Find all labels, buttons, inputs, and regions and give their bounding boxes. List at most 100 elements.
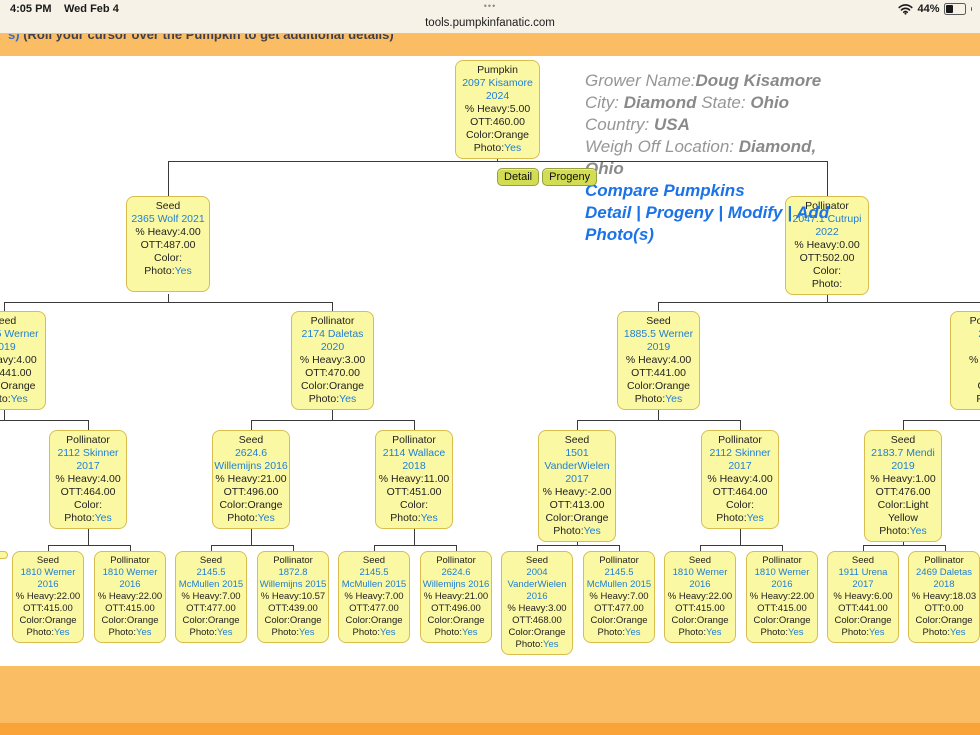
stat-value[interactable]: Yes: [787, 627, 804, 638]
pedigree-card: Pollinator2096. 2% Heavy:OTT:Color:Photo…: [950, 311, 980, 410]
pumpkin-link[interactable]: 2096. 2: [952, 328, 980, 354]
card-stat-heavy: % Heavy:7.00: [340, 591, 408, 603]
pumpkin-link[interactable]: 2004 VanderWielen 2016: [507, 567, 567, 602]
stat-value: Light Yellow: [888, 499, 929, 524]
detail-link[interactable]: Detail: [585, 203, 632, 222]
stat-label: % Heavy:: [423, 591, 465, 602]
stat-value[interactable]: Yes: [665, 393, 683, 405]
stat-value[interactable]: Yes: [339, 393, 357, 405]
detail-button[interactable]: Detail: [497, 168, 540, 186]
pumpkin-link[interactable]: 2174 Daletas 2020: [301, 328, 364, 353]
pumpkin-link[interactable]: 1911 Urena 2017: [838, 567, 888, 590]
pumpkin-link[interactable]: 1810 Werner 2016: [754, 567, 810, 590]
stat-value[interactable]: Yes: [746, 512, 764, 524]
stat-value[interactable]: Yes: [949, 627, 966, 638]
card-type-label: Pollinator: [392, 434, 436, 446]
pumpkin-link[interactable]: 1810 Werner 2016: [672, 567, 728, 590]
action-links-row: Detail | Progeny | Modify | Add: [585, 202, 885, 224]
tree-connector-line: [251, 420, 252, 430]
stat-value[interactable]: Yes: [174, 265, 192, 277]
card-stat-color: Color:: [952, 380, 980, 393]
pumpkin-link[interactable]: 2112 Skinner 2017: [57, 447, 119, 472]
stat-value: 22.00: [790, 591, 815, 602]
pumpkin-link[interactable]: 1885.5 Werner 2019: [623, 328, 694, 353]
pumpkin-link[interactable]: 2365 Wolf 2021: [131, 213, 205, 225]
pumpkin-link[interactable]: 2047.1 Cutrupi 2022: [792, 213, 862, 238]
stat-value[interactable]: Yes: [53, 627, 70, 638]
stat-value[interactable]: Yes: [504, 142, 522, 154]
country-value: USA: [653, 115, 690, 134]
card-stat-photo: Photo:Yes: [748, 627, 816, 639]
hint-link-fragment[interactable]: s): [8, 34, 20, 42]
pumpkin-link[interactable]: 2145.5 McMullen 2015: [341, 567, 407, 590]
pumpkin-link[interactable]: 1501 VanderWielen 2017: [544, 447, 610, 485]
stat-value[interactable]: Yes: [461, 627, 478, 638]
progeny-button[interactable]: Progeny: [542, 168, 598, 186]
pumpkin-link[interactable]: 2097 Kisamore 2024: [462, 77, 533, 102]
grower-name-row: Grower Name:Doug Kisamore: [585, 70, 885, 92]
stat-value[interactable]: Yes: [705, 627, 722, 638]
action-links-row-2: Photo(s): [585, 224, 885, 246]
stat-value[interactable]: Yes: [909, 525, 927, 537]
tab-overflow-dots[interactable]: •••: [483, 1, 497, 11]
stat-value: 476.00: [898, 486, 931, 498]
stat-value: 4.00: [180, 226, 201, 238]
pumpkin-link[interactable]: 2112 Skinner 2017: [709, 447, 771, 472]
stat-label: Photo:: [922, 627, 950, 638]
pumpkin-link[interactable]: 1810 Werner 2016: [102, 567, 158, 590]
pumpkin-link[interactable]: 2145.5 McMullen 2015: [586, 567, 652, 590]
stat-label: Color:: [427, 615, 453, 626]
stat-value[interactable]: Yes: [420, 512, 438, 524]
stat-label: OTT:: [268, 603, 289, 614]
pumpkin-link[interactable]: 2624.6 Willemijns 2016: [214, 447, 288, 472]
add-photos-link[interactable]: Add: [796, 203, 830, 222]
stat-value[interactable]: Yes: [257, 512, 275, 524]
pumpkin-link[interactable]: 1810 Werner 2016: [20, 567, 76, 590]
stat-label: OTT:: [799, 252, 823, 264]
stat-value: 464.00: [735, 486, 768, 498]
stat-value: Orange: [778, 615, 811, 626]
card-type-label: Pollinator: [805, 200, 849, 212]
card-stat-ott: OTT:460.00: [457, 116, 538, 129]
stat-value[interactable]: Yes: [542, 639, 559, 650]
stat-label: Color:: [725, 499, 754, 511]
card-stat-photo: Photo:Yes: [214, 512, 288, 525]
tree-connector-line: [168, 161, 827, 162]
progeny-link[interactable]: Progeny: [645, 203, 714, 222]
pumpkin-link[interactable]: 2624.6 Willemijns 2016: [422, 567, 490, 590]
stat-value[interactable]: Yes: [583, 525, 601, 537]
stat-value[interactable]: Yes: [868, 627, 885, 638]
stat-value: 451.00: [409, 486, 442, 498]
stat-value[interactable]: Yes: [10, 393, 28, 405]
pumpkin-link[interactable]: 2145.5 McMullen 2015: [178, 567, 244, 590]
pumpkin-link[interactable]: 1885.5 Werner 2019: [0, 328, 39, 353]
card-stat-color: Color:Orange: [748, 615, 816, 627]
card-stat-heavy: % Heavy:4.00: [703, 473, 777, 486]
pumpkin-link[interactable]: 2114 Wallace 2018: [382, 447, 446, 472]
modify-link[interactable]: Modify: [727, 203, 783, 222]
stat-value[interactable]: Yes: [624, 627, 641, 638]
address-bar[interactable]: tools.pumpkinfanatic.com: [425, 17, 555, 29]
stat-value: Orange: [452, 615, 485, 626]
stat-value[interactable]: Yes: [298, 627, 315, 638]
add-photos-link-2[interactable]: Photo(s): [585, 225, 654, 244]
stat-value[interactable]: Yes: [216, 627, 233, 638]
card-stat-color: Color:Orange: [829, 615, 897, 627]
pumpkin-link[interactable]: 1872.8 Willemijns 2015: [259, 567, 327, 590]
stat-value[interactable]: Yes: [94, 512, 112, 524]
card-stat-photo: Photo:: [787, 278, 867, 291]
weighoff-row: Weigh Off Location: Diamond,: [585, 136, 885, 158]
pumpkin-link[interactable]: 2183.7 Mendi 2019: [871, 447, 935, 472]
stat-value[interactable]: Yes: [379, 627, 396, 638]
city-state-row: City: Diamond State: Ohio: [585, 92, 885, 114]
stat-label: % Heavy:: [97, 591, 139, 602]
tree-connector-line: [88, 516, 89, 545]
compare-pumpkins-link[interactable]: Compare Pumpkins: [585, 181, 745, 200]
pumpkin-link[interactable]: 2469 Daletas 2018: [916, 567, 972, 590]
stat-value[interactable]: Yes: [135, 627, 152, 638]
stat-label: OTT:: [757, 603, 778, 614]
